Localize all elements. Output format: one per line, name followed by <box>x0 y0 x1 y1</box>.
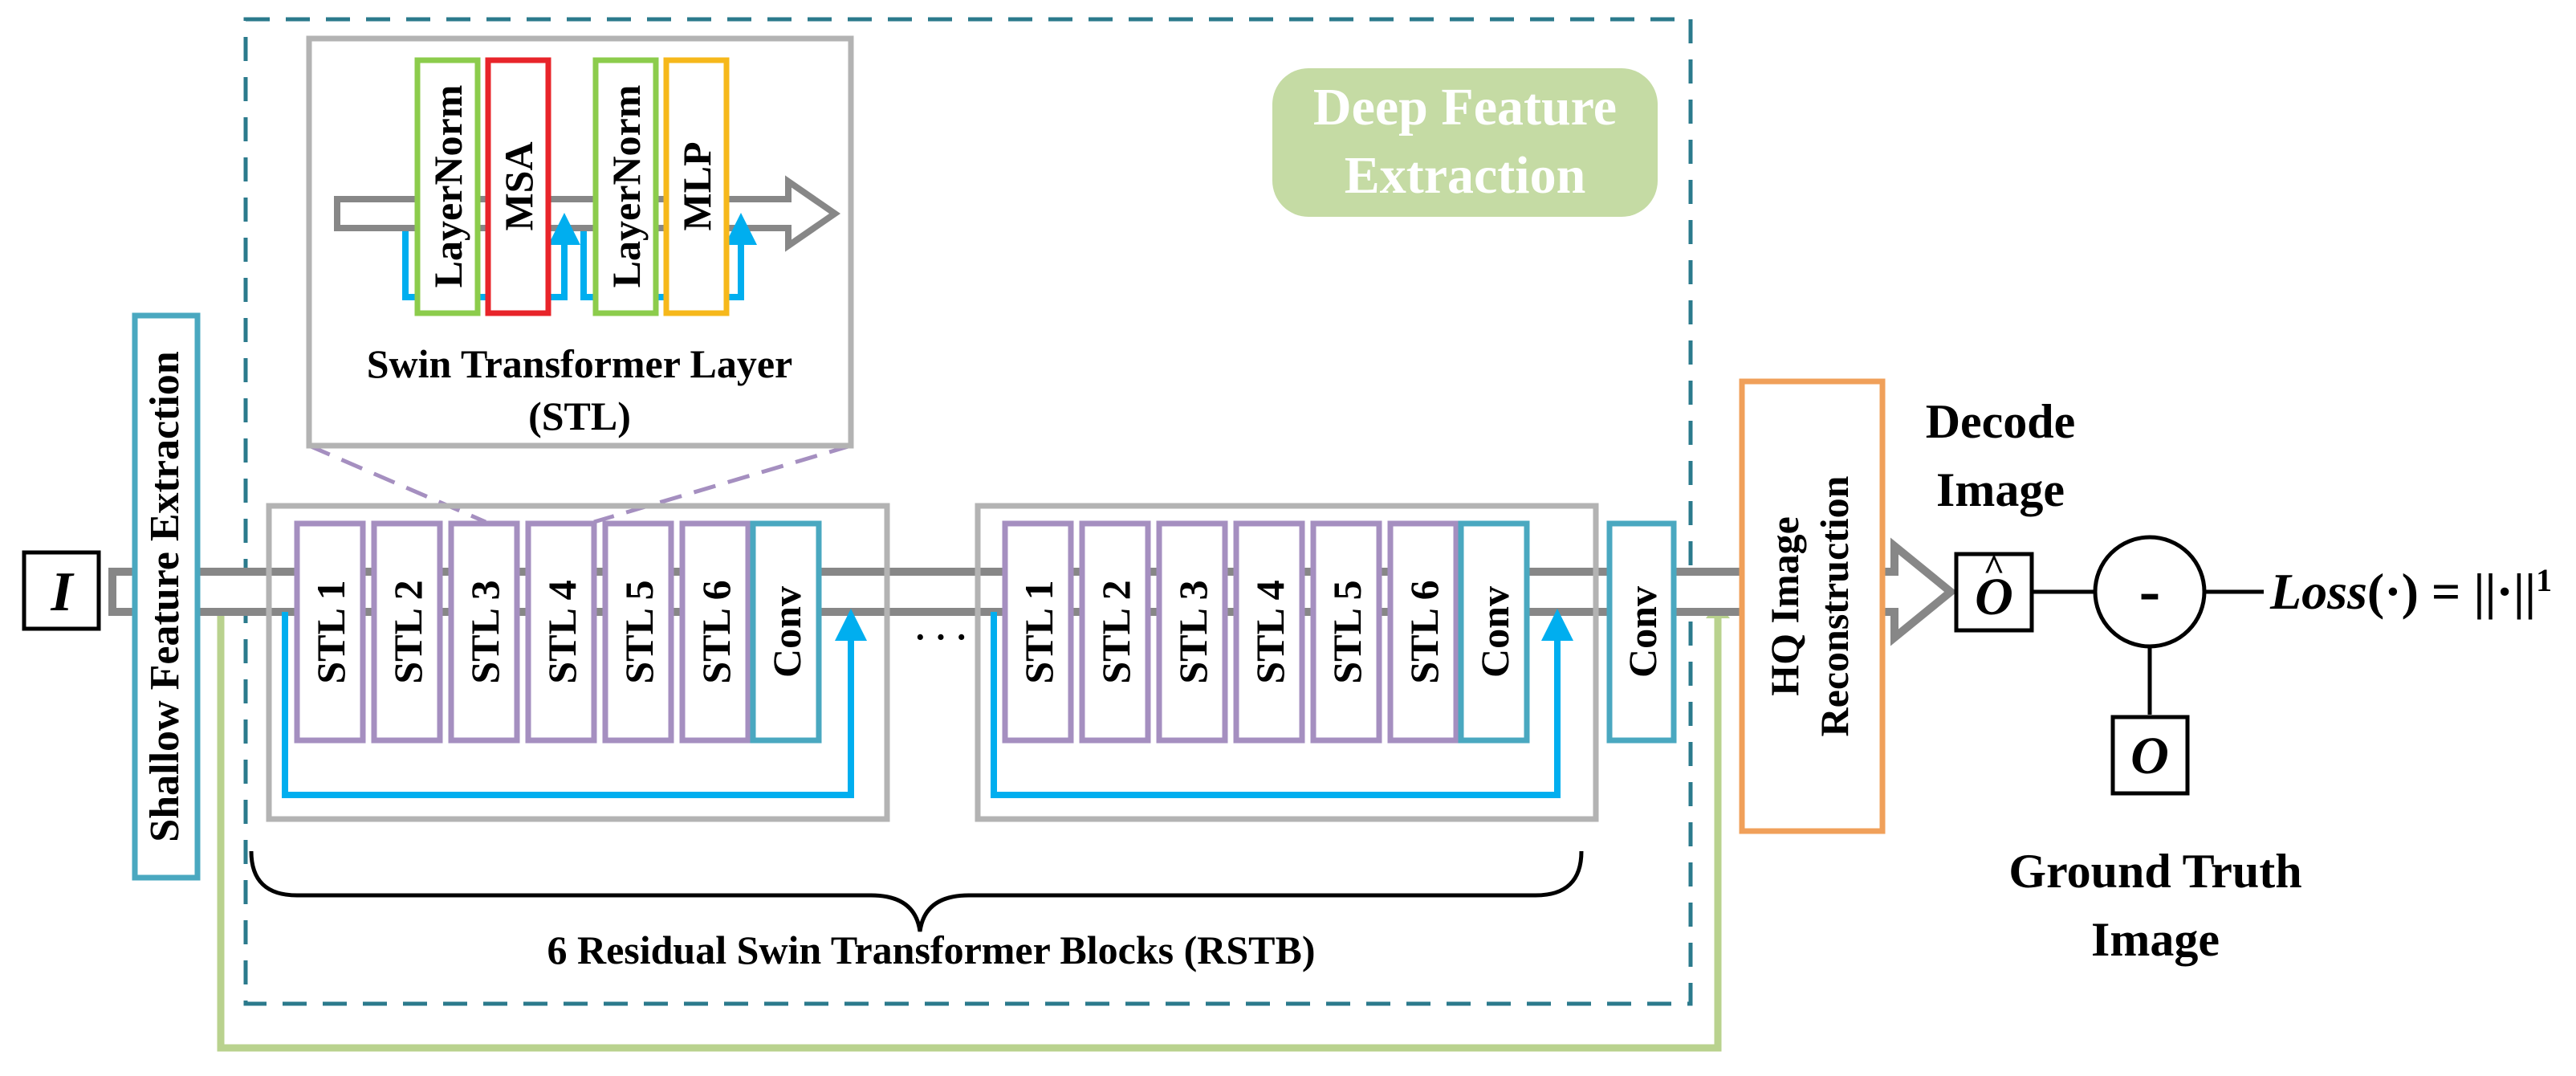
stl-group-2-block-5 <box>1310 520 1382 744</box>
output-hat-symbol: O <box>1975 568 2013 626</box>
rstb-block-2: STL 1 STL 2 STL 3 STL 4 STL 5 STL 6 Conv <box>975 503 1599 822</box>
stl-group-2-label-1: STL 1 <box>1016 580 1061 683</box>
stl-group-1-block-3 <box>448 520 520 744</box>
ellipsis: · · · <box>914 617 967 657</box>
ground-truth-line1: Ground Truth <box>2008 845 2301 898</box>
global-skip-connection <box>217 604 1722 1052</box>
stl-group-2-block-2 <box>1079 520 1151 744</box>
input-symbol: I <box>50 561 75 623</box>
loss-args: (·) = ||·|| <box>2367 563 2536 620</box>
loss-name: Loss <box>2269 563 2367 620</box>
rstb-brace <box>249 850 1584 932</box>
stl-group-2-label-5: STL 5 <box>1325 580 1369 683</box>
final-conv-block <box>1606 520 1677 744</box>
rstb-conv-2 <box>1458 520 1530 744</box>
deep-feature-label-line2: Extraction <box>1345 146 1586 205</box>
layernorm-block-2 <box>592 57 659 316</box>
rstb-frame-2 <box>975 503 1599 822</box>
output-hat-mark: ^ <box>1984 547 2005 588</box>
stl-group-1-label-5: STL 5 <box>617 580 661 683</box>
stl-group-1-block-4 <box>525 520 597 744</box>
rstb-brace-label: 6 Residual Swin Transformer Blocks (RSTB… <box>547 927 1315 972</box>
deep-feature-frame <box>243 17 1693 1006</box>
mlp-block <box>663 57 730 316</box>
stl-group-2-block-1 <box>1002 520 1074 744</box>
stl-group-1: STL 1 STL 2 STL 3 STL 4 STL 5 STL 6 <box>294 520 751 744</box>
shallow-feature-box <box>132 312 201 881</box>
stl-caption-line2: (STL) <box>528 393 631 438</box>
stl-group-1-block-6 <box>679 520 751 744</box>
input-box <box>22 550 101 631</box>
layernorm-block-1 <box>414 57 481 316</box>
stl-caption-line1: Swin Transformer Layer <box>367 341 793 386</box>
stl-group-1-block-5 <box>602 520 674 744</box>
stl-group-2-label-3: STL 3 <box>1170 580 1215 683</box>
zoom-line-right <box>593 443 852 524</box>
rstb-conv-label-1: Conv <box>764 586 809 678</box>
stl-skip-1 <box>402 213 580 300</box>
layernorm-label-2: LayerNorm <box>604 85 649 288</box>
msa-label: MSA <box>496 141 541 230</box>
decode-image-line1: Decode <box>1926 395 2076 448</box>
ground-truth-box <box>2110 715 2190 796</box>
stl-group-2-block-6 <box>1387 520 1459 744</box>
loss-exponent: 1 <box>2536 562 2552 598</box>
rstb-skip-2 <box>991 609 1573 798</box>
stl-group-1-label-2: STL 2 <box>385 580 430 683</box>
zoom-line-left <box>308 443 486 524</box>
decode-image-line2: Image <box>1936 463 2065 516</box>
rstb-block-1: STL 1 STL 2 STL 3 STL 4 STL 5 STL 6 Conv <box>266 503 890 822</box>
stl-group-2-block-3 <box>1156 520 1228 744</box>
hq-reconstruction-line1: HQ Image <box>1762 516 1807 696</box>
stl-inner-arrow <box>334 175 841 252</box>
msa-block <box>485 57 551 316</box>
stl-group-2-block-4 <box>1233 520 1305 744</box>
stl-group-1-block-2 <box>371 520 443 744</box>
stl-group-1-block-1 <box>294 520 366 744</box>
hq-reconstruction-box <box>1739 378 1886 834</box>
rstb-conv-1 <box>750 520 822 744</box>
stl-group-1-label-1: STL 1 <box>308 580 353 683</box>
stl-group-2-label-2: STL 2 <box>1093 580 1138 683</box>
stl-group-1-label-3: STL 3 <box>462 580 507 683</box>
stl-skip-2 <box>580 213 757 300</box>
stl-detail: LayerNorm MSA LayerNorm MLP Swin Transfo… <box>306 35 854 449</box>
rstb-frame-1 <box>266 503 890 822</box>
stl-group-2: STL 1 STL 2 STL 3 STL 4 STL 5 STL 6 <box>1002 520 1459 744</box>
deep-feature-badge <box>1272 68 1658 217</box>
stl-group-2-label-4: STL 4 <box>1247 580 1292 683</box>
shallow-feature-label: Shallow Feature Extraction <box>142 351 188 842</box>
ground-truth-symbol: O <box>2130 727 2169 785</box>
rstb-conv-label-2: Conv <box>1472 586 1517 678</box>
hq-reconstruction-line2: Reconstruction <box>1812 475 1857 736</box>
loss-formula: Loss(·) = ||·||1 <box>2269 562 2552 620</box>
stl-group-2-label-6: STL 6 <box>1402 580 1447 683</box>
mlp-label: MLP <box>674 141 719 230</box>
stl-group-1-label-6: STL 6 <box>694 580 739 683</box>
stl-group-1-label-4: STL 4 <box>539 580 584 683</box>
layernorm-label-1: LayerNorm <box>425 85 470 288</box>
minus-symbol: - <box>2139 556 2161 626</box>
ground-truth-line2: Image <box>2091 913 2220 966</box>
rstb-skip-1 <box>282 609 867 798</box>
final-conv-label: Conv <box>1620 586 1665 678</box>
deep-feature-label-line1: Deep Feature <box>1313 78 1617 137</box>
